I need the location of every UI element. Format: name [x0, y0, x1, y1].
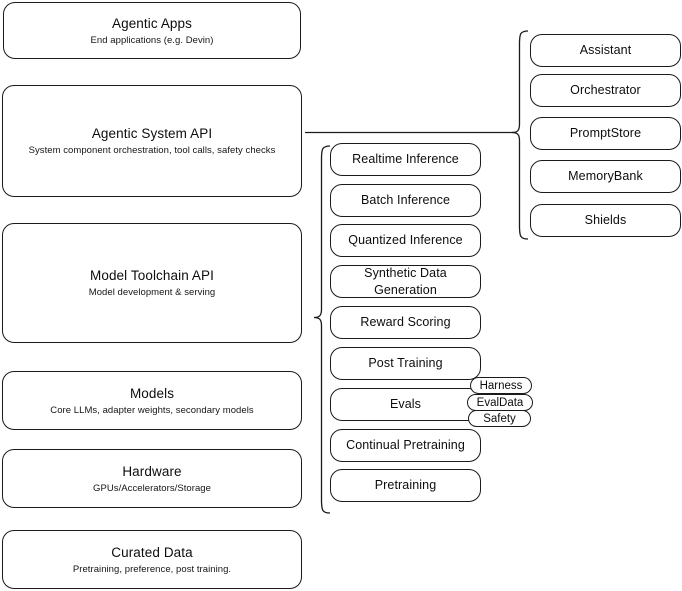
- system-component-assistant[interactable]: Assistant: [530, 34, 681, 67]
- toolchain-item-quantized-inference[interactable]: Quantized Inference: [330, 224, 481, 257]
- layer-box-agentic-apps[interactable]: Agentic Apps End applications (e.g. Devi…: [3, 2, 301, 59]
- item-label: Quantized Inference: [348, 233, 463, 247]
- layer-box-agentic-system-api[interactable]: Agentic System API System component orch…: [2, 85, 302, 197]
- toolchain-item-continual-pretraining[interactable]: Continual Pretraining: [330, 429, 481, 462]
- layer-subtitle: Model development & serving: [88, 287, 216, 298]
- item-label: Synthetic Data Generation: [364, 265, 447, 297]
- layer-box-curated-data[interactable]: Curated Data Pretraining, preference, po…: [2, 530, 302, 589]
- toolchain-item-reward-scoring[interactable]: Reward Scoring: [330, 306, 481, 339]
- item-label: Orchestrator: [570, 83, 641, 97]
- system-component-orchestrator[interactable]: Orchestrator: [530, 74, 681, 107]
- toolchain-item-pretraining[interactable]: Pretraining: [330, 469, 481, 502]
- item-label: PromptStore: [569, 126, 642, 140]
- toolchain-item-batch-inference[interactable]: Batch Inference: [330, 184, 481, 217]
- layer-box-models[interactable]: Models Core LLMs, adapter weights, secon…: [2, 371, 302, 430]
- layer-subtitle: Core LLMs, adapter weights, secondary mo…: [50, 404, 254, 416]
- item-label: Batch Inference: [360, 193, 451, 207]
- toolchain-item-synthetic-data-generation[interactable]: Synthetic Data Generation: [330, 265, 481, 298]
- layer-subtitle: Pretraining, preference, post training.: [72, 563, 232, 575]
- evals-tag-evaldata[interactable]: EvalData: [467, 394, 533, 411]
- right-column-bracket: [511, 30, 529, 240]
- evals-tag-safety[interactable]: Safety: [468, 410, 531, 427]
- tag-label: Safety: [483, 412, 516, 425]
- layer-title: Agentic Apps: [111, 15, 192, 31]
- layer-box-hardware[interactable]: Hardware GPUs/Accelerators/Storage: [2, 449, 302, 508]
- layer-subtitle: GPUs/Accelerators/Storage: [93, 482, 211, 494]
- toolchain-item-realtime-inference[interactable]: Realtime Inference: [330, 143, 481, 176]
- layer-subtitle: System component orchestration, tool cal…: [28, 145, 276, 156]
- item-label: Continual Pretraining: [346, 438, 465, 452]
- tag-label: EvalData: [476, 396, 524, 409]
- toolchain-item-evals[interactable]: Evals: [330, 388, 481, 421]
- layer-title: Models: [129, 385, 175, 401]
- item-label: Post Training: [368, 356, 443, 370]
- layer-subtitle: End applications (e.g. Devin): [90, 34, 214, 46]
- system-component-promptstore[interactable]: PromptStore: [530, 117, 681, 150]
- item-label: Evals: [389, 397, 422, 411]
- layer-box-model-toolchain-api[interactable]: Model Toolchain API Model development & …: [2, 223, 302, 343]
- toolchain-item-post-training[interactable]: Post Training: [330, 347, 481, 380]
- layer-title: Hardware: [122, 463, 182, 479]
- layer-title: Agentic System API: [91, 126, 213, 141]
- system-component-shields[interactable]: Shields: [530, 204, 681, 237]
- layer-title: Curated Data: [111, 544, 193, 560]
- item-label: Shields: [584, 213, 627, 227]
- system-component-memorybank[interactable]: MemoryBank: [530, 160, 681, 193]
- layer-title: Model Toolchain API: [90, 268, 214, 283]
- evals-tag-harness[interactable]: Harness: [470, 377, 532, 394]
- item-label: Pretraining: [374, 478, 437, 492]
- item-label: Reward Scoring: [360, 315, 451, 329]
- item-label: MemoryBank: [568, 169, 643, 183]
- middle-column-bracket: [313, 145, 331, 514]
- item-label: Realtime Inference: [352, 152, 459, 166]
- tag-label: Harness: [479, 379, 523, 392]
- item-label: Assistant: [579, 43, 632, 57]
